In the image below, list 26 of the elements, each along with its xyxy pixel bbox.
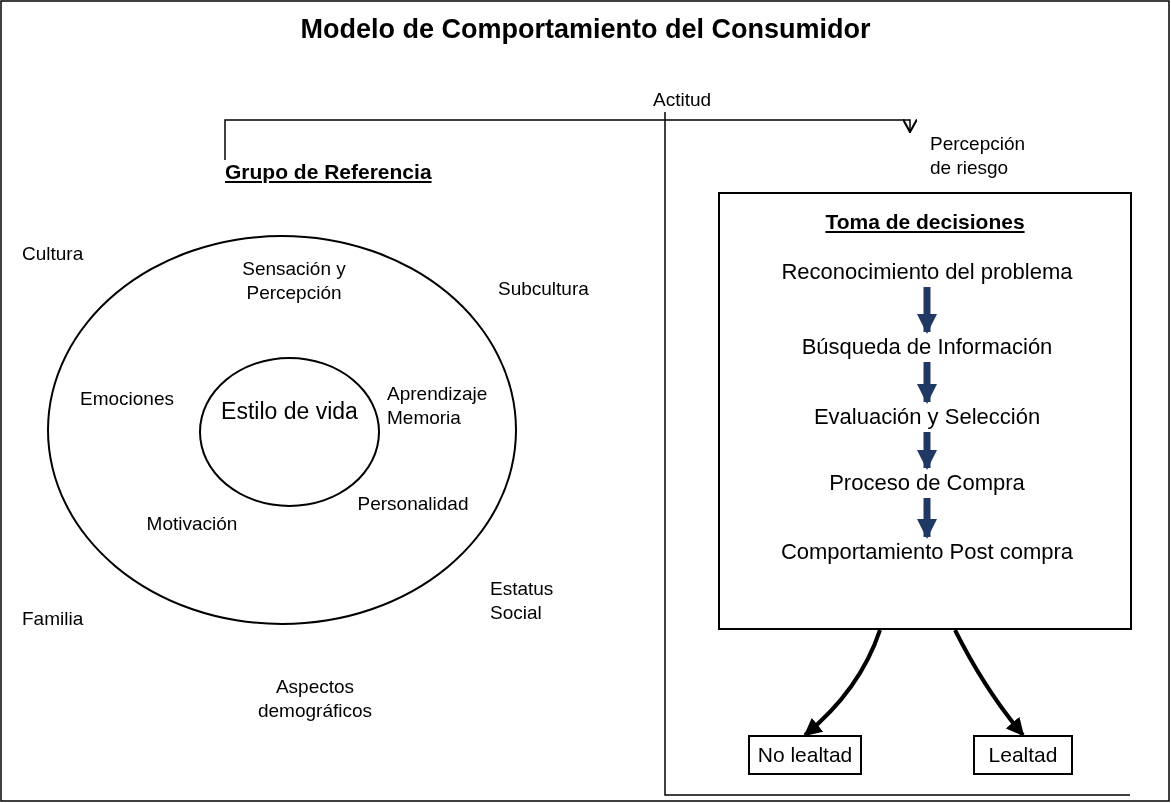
panel-heading: Toma de decisiones [824, 210, 1026, 234]
outcome-box: Lealtad [973, 735, 1073, 775]
factor-label: Aprendizaje Memoria [387, 382, 489, 430]
title: Modelo de Comportamiento del Consumidor [299, 14, 872, 45]
process-step: Comportamiento Post compra [720, 537, 1134, 567]
group-heading: Grupo de Referencia [225, 160, 432, 184]
process-step: Reconocimiento del problema [720, 257, 1134, 287]
process-step: Búsqueda de Información [720, 332, 1134, 362]
decision-panel [718, 192, 1132, 630]
factor-label: Cultura [22, 242, 85, 266]
factor-label: Aspectos demográficos [256, 675, 374, 723]
arrow [953, 629, 1025, 737]
factor-label: Sensación y Percepción [241, 257, 347, 305]
arrow [224, 118, 919, 161]
node-text: Percepción de riesgo [895, 132, 1025, 180]
factor-label: Emociones [79, 387, 175, 411]
factor-label: Familia [22, 607, 85, 631]
process-step: Evaluación y Selección [720, 402, 1134, 432]
factor-label: Motivación [145, 512, 239, 536]
outcome-box: No lealtad [748, 735, 862, 775]
factor-label: Personalidad [356, 492, 470, 516]
circle-label: Estilo de vida [221, 397, 358, 426]
process-step: Proceso de Compra [720, 468, 1134, 498]
factor-label: Estatus Social [490, 577, 555, 625]
arrow [803, 629, 882, 737]
factor-label: Subcultura [498, 277, 590, 301]
